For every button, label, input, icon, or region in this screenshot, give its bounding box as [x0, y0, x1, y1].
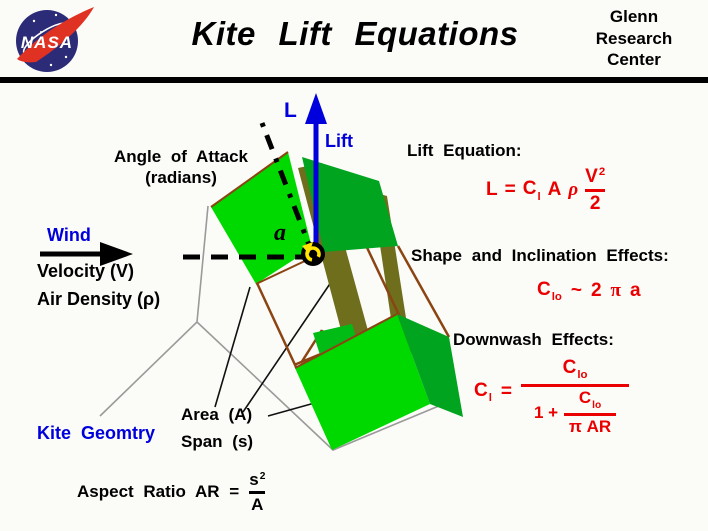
aspect-numerator: s2 — [249, 471, 265, 489]
aspect-denominator: A — [251, 494, 264, 514]
coef-base: C — [522, 178, 537, 200]
shape-equation: Clo ~ 2 π a — [537, 279, 641, 303]
nasa-logo-text: NASA — [21, 33, 73, 52]
angle-of-attack-label: Angle of Attack (radians) — [96, 146, 266, 188]
num-base: C — [562, 357, 577, 378]
aspect-num-base: s — [249, 470, 259, 489]
lift-arrow — [305, 93, 327, 252]
aspect-prefix: Aspect Ratio AR = — [77, 482, 240, 502]
approx-sign: ~ — [570, 280, 582, 302]
lift-symbol-label: L — [284, 99, 297, 122]
kite-geometry-label: Kite Geomtry — [37, 423, 156, 443]
fraction-bar — [521, 384, 630, 388]
angle-of-attack-line1: Angle of Attack — [113, 147, 249, 166]
lift-eq-rho: ρ — [568, 179, 579, 201]
num-base: V — [585, 166, 598, 187]
lift-equation-heading: Lift Equation: — [407, 141, 522, 160]
downwash-numerator: Clo — [563, 358, 588, 382]
coef-sub: l — [537, 190, 541, 203]
num-sub: lo — [592, 399, 602, 411]
org-line: Center — [607, 50, 661, 69]
aspect-fraction: s2 A — [249, 471, 266, 514]
header-rule — [0, 77, 708, 83]
kite-bottom-panel-light — [295, 314, 430, 450]
lift-eq-fraction: V2 2 — [585, 166, 606, 214]
equals-sign: = — [504, 179, 516, 201]
span-label: Span (s) — [181, 432, 254, 451]
kite-bottom-panel-dark — [397, 314, 463, 417]
downwash-lhs-group: Cl — [474, 380, 492, 404]
aspect-num-sup: 2 — [259, 470, 266, 482]
coef-sub: l — [488, 392, 492, 405]
downwash-fraction: Clo 1 + Clo π AR — [521, 358, 630, 437]
kite-top-panel-dark — [302, 157, 398, 252]
lift-eq-numerator: V2 — [585, 166, 606, 187]
nasa-swoosh-icon — [17, 7, 94, 63]
page-title: Kite Lift Equations — [191, 15, 519, 52]
shape-eq-alpha: a — [629, 280, 641, 302]
aspect-ratio-equation: Aspect Ratio AR = s2 A — [77, 471, 266, 514]
org-name: Glenn Research Center — [574, 6, 694, 71]
coef-base: C — [537, 279, 551, 300]
fraction-bar — [249, 490, 266, 494]
alpha-label: a — [274, 220, 286, 246]
shape-eq-coef: Clo — [537, 279, 562, 303]
org-line: Research — [595, 28, 673, 48]
num-sub: lo — [577, 369, 588, 382]
inner-fraction: Clo π AR — [564, 389, 617, 437]
rotation-icon — [301, 242, 325, 266]
num-base: C — [578, 388, 592, 408]
area-label: Area (A) — [181, 405, 253, 424]
fraction-bar — [585, 188, 606, 192]
inner-denominator: π AR — [568, 417, 612, 437]
num-sup: 2 — [598, 166, 606, 179]
downwash-equation: Cl = Clo 1 + Clo π AR — [474, 358, 630, 437]
lift-eq-coef: Cl — [523, 178, 541, 202]
wind-label: Wind — [47, 225, 91, 245]
lift-eq-lhs: L — [486, 179, 498, 201]
coef-base: C — [474, 380, 488, 402]
angle-dashed-line — [259, 122, 314, 251]
coef-sub: lo — [551, 291, 562, 304]
wind-arrow — [40, 242, 133, 266]
lift-eq-area: A — [547, 179, 562, 201]
air-density-label: Air Density (ρ) — [37, 289, 161, 309]
wireframe-lines — [99, 205, 447, 451]
kite-top-panel-light — [211, 152, 312, 284]
den-prefix: 1 + — [533, 402, 559, 422]
downwash-denominator: 1 + Clo π AR — [533, 389, 617, 437]
org-line: Glenn — [609, 7, 659, 26]
fraction-bar — [564, 413, 617, 417]
shape-eq-pi: π — [610, 280, 621, 302]
lift-label: Lift — [325, 131, 353, 151]
lift-equation: L = Cl A ρ V2 2 — [486, 166, 606, 214]
nasa-logo: NASA — [16, 7, 94, 72]
angle-of-attack-line2: (radians) — [145, 168, 217, 187]
shape-effects-heading: Shape and Inclination Effects: — [411, 246, 669, 265]
velocity-label: Velocity (V) — [37, 261, 135, 281]
lift-eq-denominator: 2 — [589, 192, 601, 214]
downwash-effects-heading: Downwash Effects: — [453, 330, 614, 349]
inner-numerator: Clo — [579, 389, 601, 411]
equals-sign: = — [500, 381, 513, 403]
shape-eq-two: 2 — [590, 280, 602, 302]
